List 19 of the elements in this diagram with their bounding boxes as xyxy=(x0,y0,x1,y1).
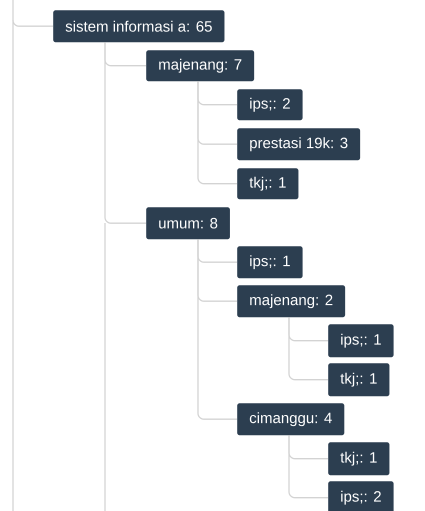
tree-connector xyxy=(197,81,237,184)
tree-connector xyxy=(288,435,328,498)
tree-connector xyxy=(104,42,146,224)
tree-node-box: ips;: 2 xyxy=(237,89,303,120)
tree-node-box: cimanggu: 4 xyxy=(237,403,344,436)
tree-connector xyxy=(197,239,237,420)
tree-connector xyxy=(288,317,328,380)
tree-node-box: sistem informasi a: 65 xyxy=(53,10,224,42)
tree-node-box: majenang: 7 xyxy=(146,50,254,82)
tree-node-box: majenang: 2 xyxy=(237,285,346,318)
tree-connector xyxy=(12,0,53,27)
tree-node-box: umum: 8 xyxy=(146,207,230,240)
tree-node-box: tkj;: 1 xyxy=(328,363,390,396)
tree-node-box: prestasi 19k: 3 xyxy=(237,128,360,160)
tree-node-box: ips;: 1 xyxy=(237,246,303,278)
tree-node-box: tkj;: 1 xyxy=(328,442,390,476)
tree-node-box: ips;: 1 xyxy=(328,324,394,358)
tree-node-box: ips;: 2 xyxy=(328,481,394,511)
tree-node-box: tkj;: 1 xyxy=(237,168,298,200)
